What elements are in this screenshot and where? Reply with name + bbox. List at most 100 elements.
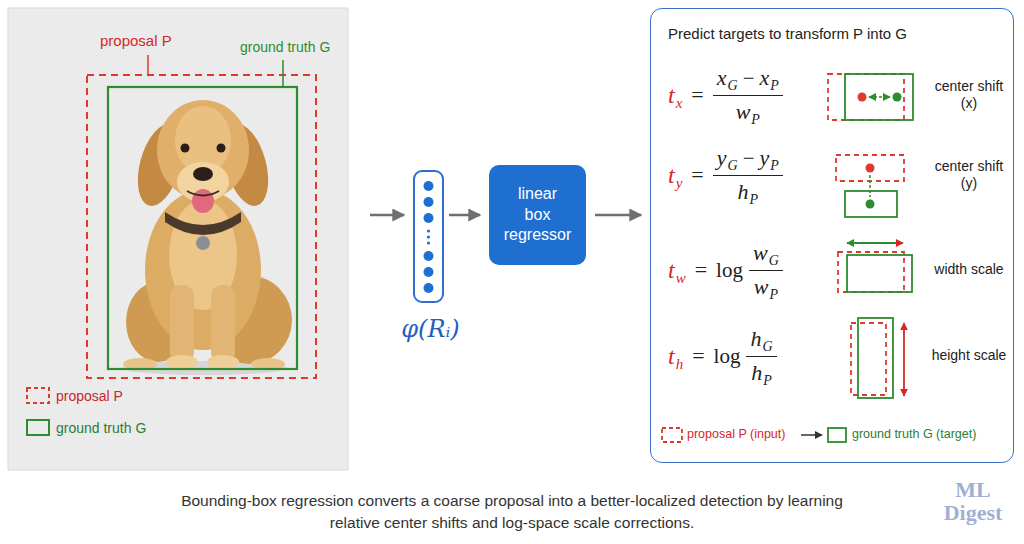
width-arrow <box>847 242 903 244</box>
dog-nose <box>193 167 213 181</box>
truth-sample <box>845 74 913 120</box>
fraction: wGwP <box>749 240 783 300</box>
feature-dot <box>424 267 434 277</box>
dog-eye <box>217 144 226 153</box>
shift-line <box>869 175 871 197</box>
denominator: wP <box>736 96 760 125</box>
variable-term: hP <box>751 360 772 386</box>
legend-sample <box>662 428 682 442</box>
text-slot: proposal P <box>100 32 172 49</box>
denominator: hP <box>738 176 759 205</box>
numerator: hG <box>746 326 776 357</box>
proposal-sample <box>838 252 904 292</box>
minus-sign: − <box>743 146 755 171</box>
variable: y <box>717 145 727 171</box>
variable: h <box>738 179 749 205</box>
variable-term: yG <box>717 145 738 171</box>
fraction: xG−xPwP <box>713 65 783 125</box>
feature-dot <box>424 197 434 207</box>
panel-fill <box>650 8 1014 463</box>
variable-subscript: P <box>763 373 772 389</box>
feature-dots <box>424 181 434 293</box>
dog-collar <box>165 212 241 235</box>
fraction: yG−yPhP <box>713 145 783 205</box>
variable-subscript: G <box>769 253 779 269</box>
flow-arrow <box>449 214 480 217</box>
text-slot: width scale <box>930 261 1008 279</box>
text-slot: Predict targets to transform P into G <box>668 25 907 42</box>
target-subscript: h <box>676 356 684 373</box>
variable-term: wG <box>753 240 779 266</box>
target-subscript: x <box>676 95 683 112</box>
dog-leg <box>211 285 235 363</box>
equals-sign: = <box>691 82 703 108</box>
regressor-label: linear box regressor <box>501 184 575 246</box>
legend-sample <box>27 420 49 435</box>
variable-subscript: G <box>728 158 738 174</box>
caption: Bounding-box regression converts a coars… <box>172 490 852 535</box>
dog-mouth <box>187 191 219 196</box>
dog-muzzle <box>177 162 229 202</box>
feature-label: φ(Rᵢ) <box>380 315 481 343</box>
width-sketch <box>838 243 912 292</box>
text-slot: linear box regressor <box>489 165 586 265</box>
ellipsis-dot <box>427 241 430 244</box>
text-slot: ML Digest <box>936 478 1010 524</box>
legend-label: proposal P (input) <box>687 427 785 441</box>
dog-illustration <box>123 100 292 375</box>
regressor-box: linear box regressor <box>489 165 586 265</box>
dog-tongue <box>192 189 214 213</box>
denominator: wP <box>754 271 778 300</box>
variable-term: yP <box>760 145 779 171</box>
target-term: ty <box>668 162 682 189</box>
variable-subscript: P <box>751 112 760 128</box>
feature-dot <box>424 283 434 293</box>
variable-term: hP <box>738 179 759 205</box>
photo-backdrop <box>8 8 348 470</box>
dog-paw <box>166 355 198 369</box>
text-slot: ground truth G <box>240 39 330 55</box>
leader-line <box>147 55 149 75</box>
target-term: th <box>668 343 683 370</box>
numerator: wG <box>749 240 783 271</box>
target-subscript: y <box>676 175 683 192</box>
variable: h <box>751 360 762 386</box>
panel-heading: Predict targets to transform P into G <box>668 25 907 42</box>
variable-term: hG <box>750 326 772 352</box>
variable: w <box>753 240 768 266</box>
formula-row: th=loghGhP <box>668 326 777 386</box>
numerator: yG−yP <box>713 145 783 176</box>
text-slot: proposal P <box>56 388 123 404</box>
formula-row: tx = xG−xPwP <box>668 65 783 125</box>
target-subscript: w <box>676 270 686 287</box>
row-label: height scale <box>930 347 1008 365</box>
feature-dot <box>424 213 434 223</box>
variable-subscript: G <box>728 78 738 94</box>
text-slot: height scale <box>930 347 1008 365</box>
shift-arrow <box>869 96 890 98</box>
dog-body <box>145 190 261 350</box>
legend-sample <box>27 388 49 403</box>
center-dot <box>858 93 867 102</box>
variable: x <box>717 65 727 91</box>
truth-sample <box>845 191 897 217</box>
feature-dot <box>424 181 434 191</box>
target-symbol: t <box>668 162 675 189</box>
dog-leg <box>170 285 194 363</box>
ellipsis-dot <box>427 235 430 238</box>
truth-sample <box>858 318 893 398</box>
center-dot <box>866 200 875 209</box>
numerator: xG−xP <box>713 65 783 96</box>
leader-line <box>282 60 284 87</box>
target-term: tx <box>668 82 682 109</box>
legend-arrow <box>801 434 822 436</box>
dog-paw <box>207 355 239 369</box>
formula-row: tw=logwGwP <box>668 240 783 300</box>
equals-sign: = <box>695 257 707 283</box>
log-operator: log <box>716 258 743 283</box>
proposal-sample <box>851 323 886 395</box>
dog-eye <box>181 144 190 153</box>
variable-subscript: P <box>750 192 759 208</box>
center-dot <box>893 93 902 102</box>
